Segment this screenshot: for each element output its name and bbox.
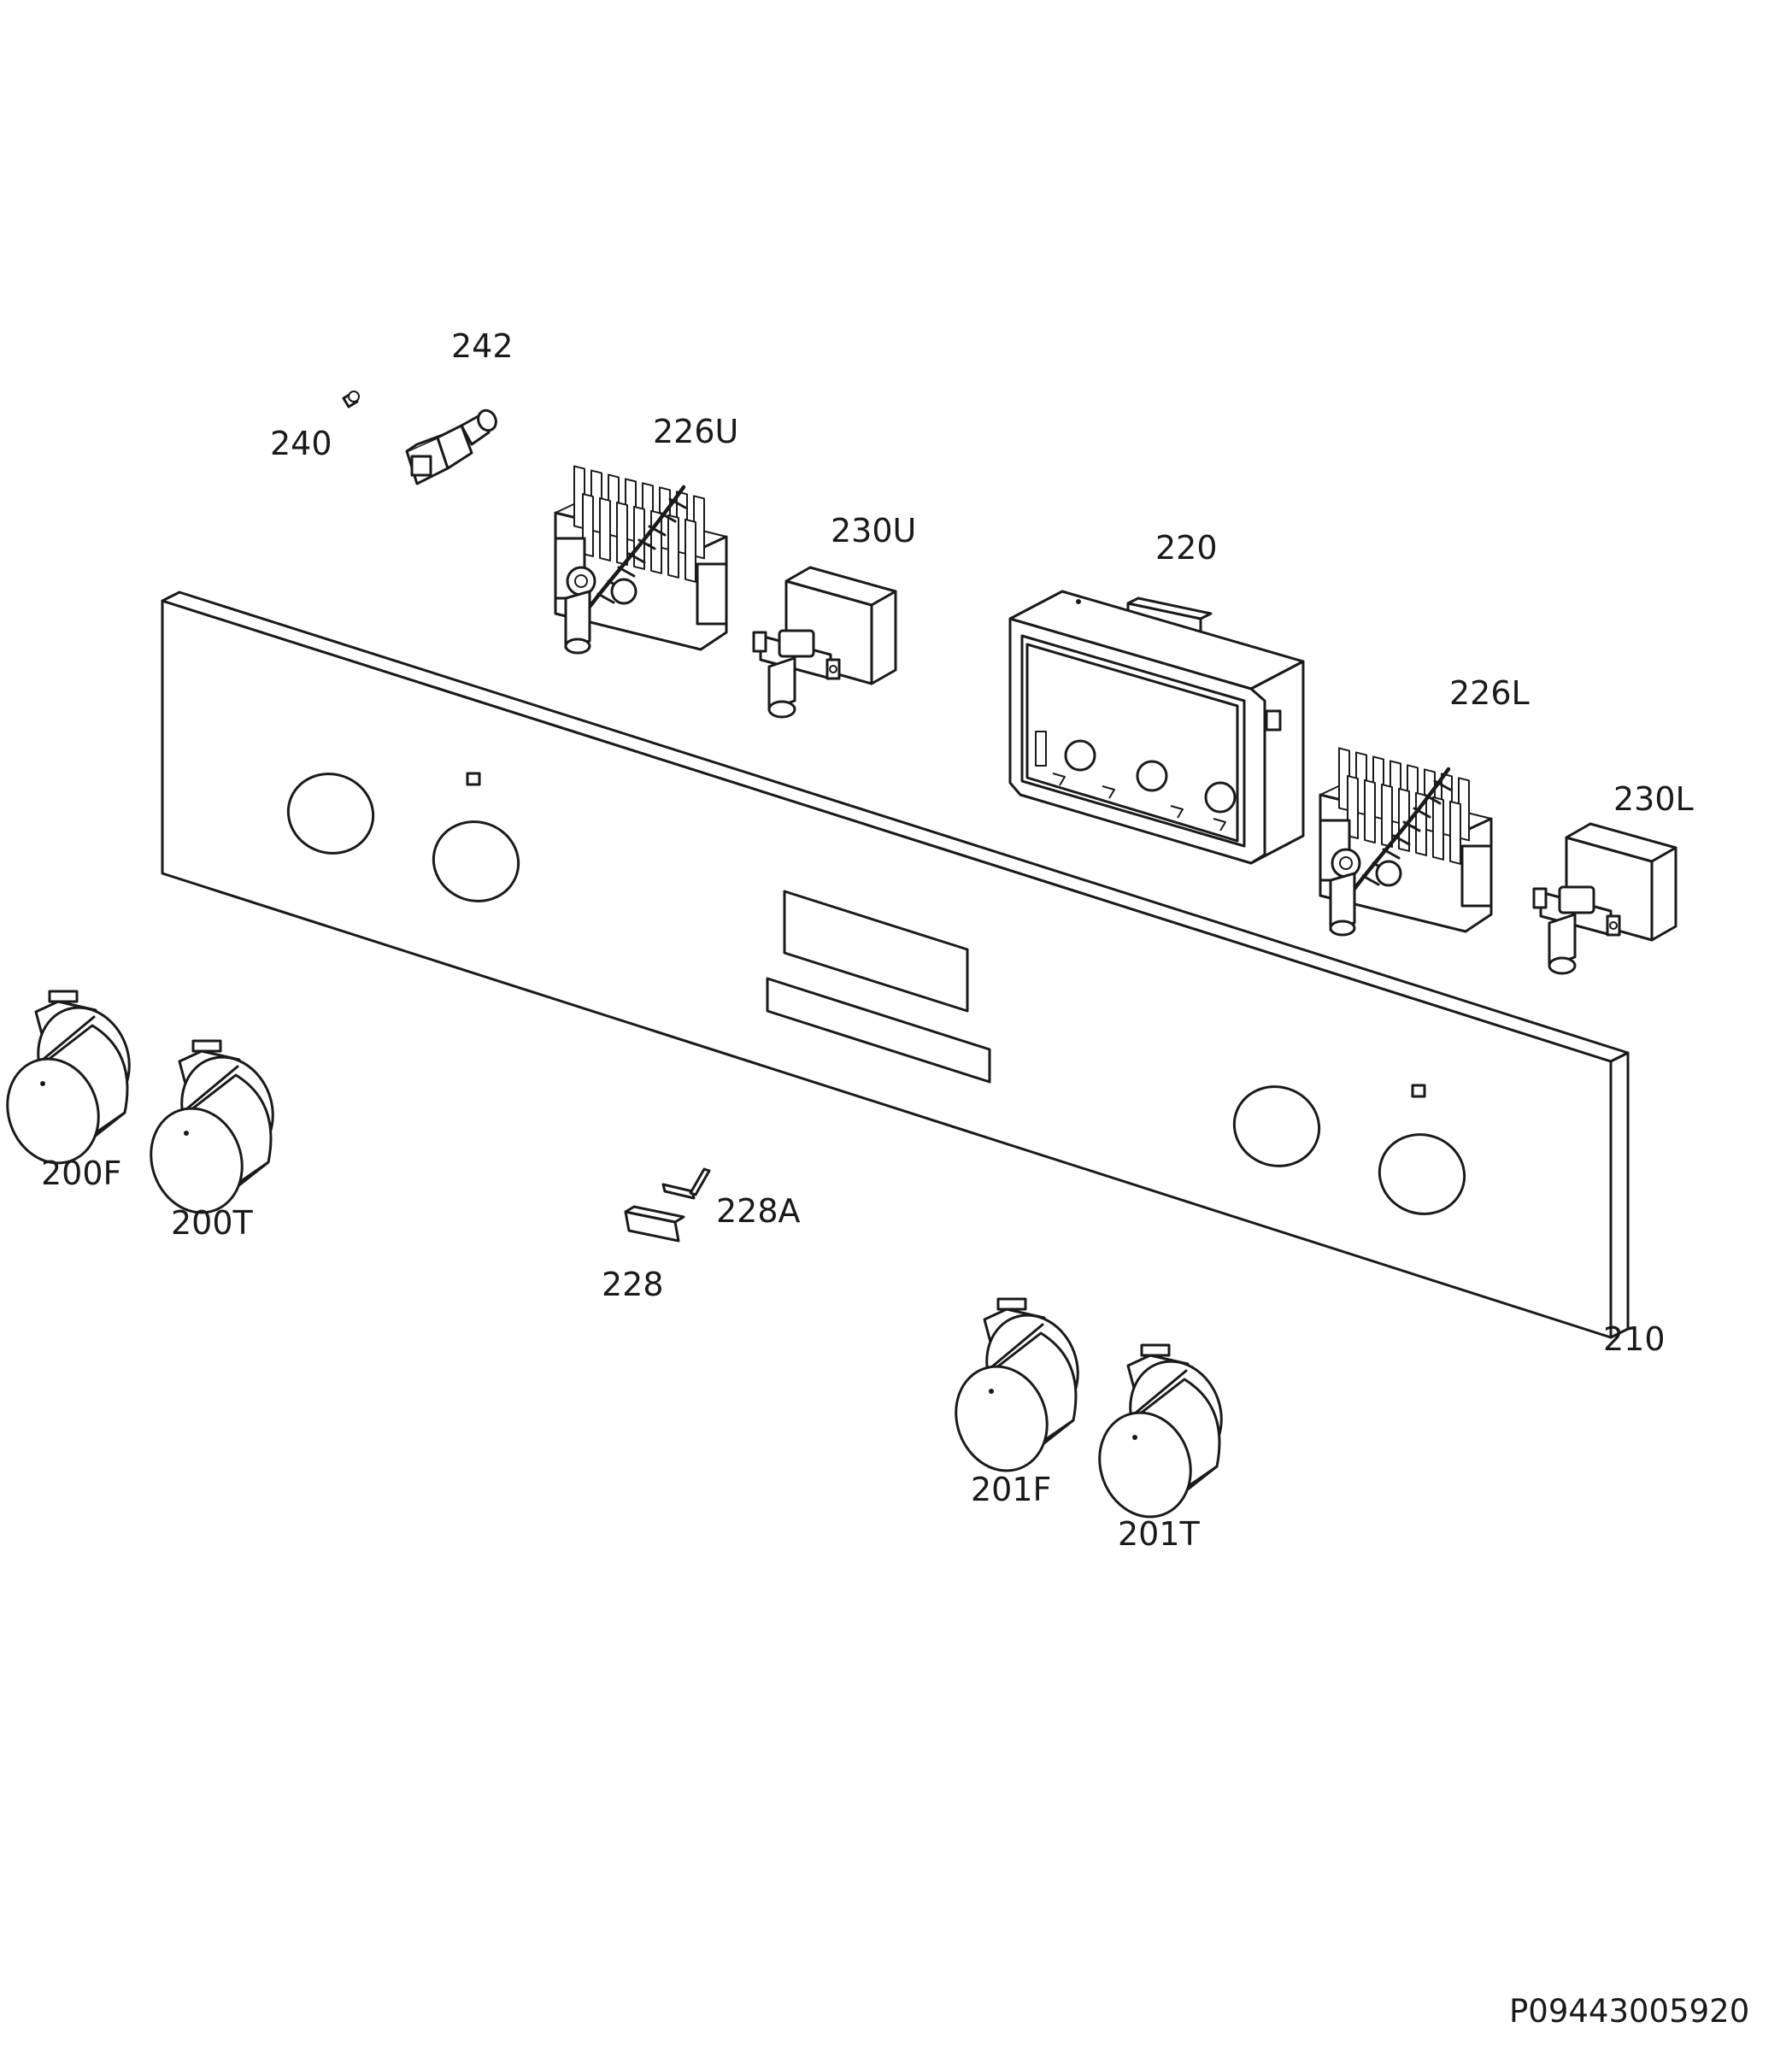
lamp-242 — [405, 408, 497, 485]
timer-220 — [1008, 590, 1305, 865]
knob-201f — [940, 1297, 1094, 1485]
clip-228a — [661, 1167, 711, 1200]
label-230u: 230U — [831, 512, 916, 549]
thermostat-230u — [752, 566, 897, 719]
knob-200f — [0, 990, 145, 1178]
label-200f: 200F — [41, 1155, 121, 1192]
label-230l: 230L — [1613, 780, 1694, 818]
knob-201t — [1084, 1343, 1237, 1531]
label-201t: 201T — [1118, 1515, 1201, 1553]
clip-228 — [624, 1205, 685, 1243]
label-220: 220 — [1155, 529, 1218, 567]
control-panel-210 — [161, 591, 1630, 1339]
selector-switch-226l — [1320, 748, 1491, 935]
selector-switch-226u — [555, 466, 726, 653]
label-201f: 201F — [971, 1471, 1051, 1508]
label-240: 240 — [270, 425, 332, 462]
label-226u: 226U — [653, 413, 738, 450]
label-228a: 228A — [716, 1192, 801, 1230]
thermostat-230l — [1532, 822, 1677, 975]
label-210: 210 — [1603, 1320, 1666, 1358]
document-code: P09443005920 — [1509, 1993, 1749, 2030]
label-228: 228 — [602, 1266, 664, 1303]
label-226l: 226L — [1449, 674, 1530, 712]
lamp-cap-240 — [342, 391, 360, 408]
knob-200t — [135, 1039, 289, 1227]
label-242: 242 — [451, 327, 514, 365]
part-labels: 242 240 226U 230U 220 226L 230L 210 200F… — [41, 327, 1749, 2030]
label-200t: 200T — [171, 1204, 254, 1242]
